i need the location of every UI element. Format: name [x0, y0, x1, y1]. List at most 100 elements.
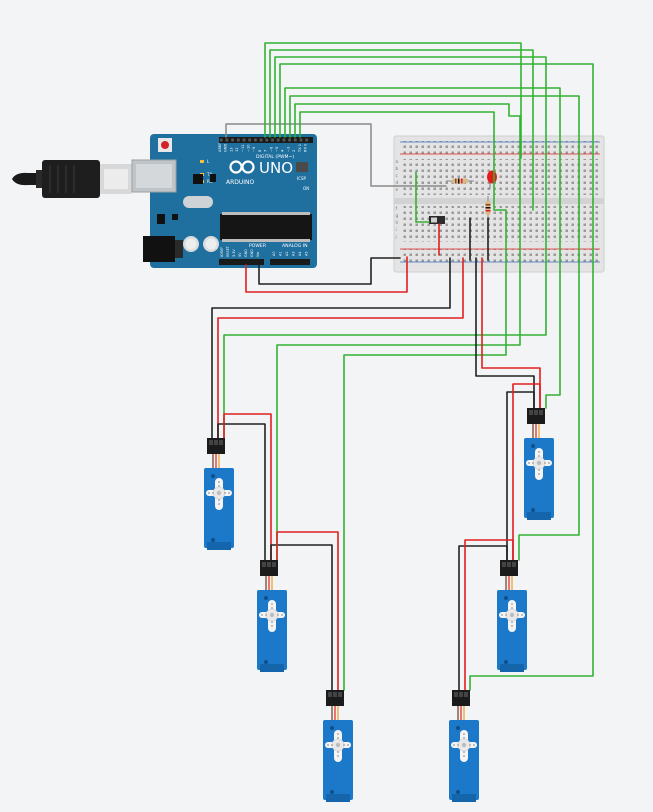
header-pin[interactable] — [254, 138, 257, 142]
breadboard-row-letter: e — [396, 187, 399, 192]
header-pin[interactable] — [271, 138, 274, 142]
power-pin-label: GND — [250, 249, 254, 257]
resistor-horizontal[interactable] — [446, 178, 474, 184]
digital-pin-label: AREF — [218, 143, 222, 152]
servo-motor-icon[interactable] — [497, 560, 527, 672]
breadboard-row-letter: i — [396, 227, 397, 232]
digital-pin-label: ~6 — [269, 146, 273, 152]
digital-pin-label: 8 — [258, 149, 262, 152]
servo-motor-icon[interactable] — [449, 690, 479, 802]
digital-pin-label: ~3 — [286, 147, 290, 152]
header-pin[interactable] — [231, 138, 234, 142]
digital-pin-label: 4 — [281, 149, 285, 152]
breadboard-row-letter: h — [396, 220, 399, 225]
power-pin-label: Vin — [256, 252, 260, 257]
digital-pin-label: 12 — [235, 147, 239, 152]
usb-cable-plug-icon[interactable] — [12, 160, 132, 198]
ground-wire — [217, 423, 266, 561]
arduino-logo-text: ARDUINO — [226, 179, 255, 186]
power-pin-label: RESET — [226, 245, 230, 257]
digital-pin-label: 13 — [229, 147, 233, 152]
servo-motor-icon[interactable] — [524, 408, 554, 520]
power-wire — [276, 531, 339, 691]
power-wire — [481, 257, 541, 409]
header-pin[interactable] — [299, 138, 303, 142]
digital-pin-label: 2 — [292, 150, 296, 152]
header-pin[interactable] — [236, 138, 240, 142]
digital-pin-label: ~11 — [241, 144, 245, 152]
signal-wire — [276, 103, 521, 561]
power-label: POWER — [249, 243, 267, 249]
signal-wire — [299, 111, 507, 691]
signal-wire — [269, 49, 534, 211]
ground-wire — [506, 391, 535, 561]
signal-wire — [279, 63, 594, 691]
reset-button[interactable] — [161, 141, 169, 149]
analog-pin-label: A0 — [272, 252, 276, 256]
led-label-rx: RX — [207, 179, 213, 184]
power-pin-label: 3.3V — [232, 249, 236, 257]
analog-in-label: ANALOG IN — [282, 243, 308, 249]
uno-label: UNO — [259, 159, 293, 177]
ground-wire — [211, 257, 451, 439]
header-pin[interactable] — [288, 138, 291, 142]
header-pin[interactable] — [248, 138, 252, 142]
icsp-label: ICSP — [297, 176, 307, 181]
analog-pin-label: A4 — [298, 252, 302, 256]
breadboard-row-letter: b — [396, 166, 399, 171]
signal-wire — [264, 42, 522, 159]
ground-wire — [458, 545, 508, 691]
header-pin[interactable] — [259, 138, 263, 142]
breadboard-row-letter: j — [395, 234, 397, 239]
servo-motor-icon[interactable] — [257, 560, 287, 672]
breadboard-row-letter: a — [396, 159, 399, 164]
signal-wire — [415, 171, 430, 223]
power-pin-label: GND — [244, 249, 248, 257]
led-label-tx: TX — [206, 172, 212, 177]
header-pin[interactable] — [265, 138, 269, 142]
power-wire — [512, 383, 541, 561]
power-wire — [217, 257, 464, 439]
servo-motor-icon[interactable] — [323, 690, 353, 802]
power-wire — [223, 413, 272, 561]
digital-pin-label: GND — [224, 144, 228, 152]
breadboard-row-letter: c — [396, 173, 399, 178]
breadboard-row-letter: f — [396, 206, 398, 211]
header-pin[interactable] — [219, 138, 223, 142]
analog-pin-label: A2 — [285, 252, 289, 256]
header-pin[interactable] — [282, 138, 286, 142]
header-pin[interactable] — [305, 138, 309, 142]
analog-pin-label: A1 — [279, 252, 283, 256]
digital-pin-label: RX 0 — [304, 143, 308, 152]
digital-pin-label: ~5 — [275, 147, 279, 152]
resistor-vertical[interactable] — [485, 196, 491, 218]
usb-signal-wire — [225, 123, 447, 187]
header-pin[interactable] — [293, 138, 297, 142]
analog-pin-label: A5 — [305, 252, 309, 256]
header-pin[interactable] — [225, 138, 229, 142]
servo-motor-icon[interactable] — [204, 438, 234, 550]
signal-wire — [223, 56, 547, 439]
power-wire — [245, 256, 408, 293]
arduino-logo-icon — [229, 160, 255, 174]
ground-wire — [258, 257, 401, 285]
ground-wire — [270, 544, 333, 691]
power-pin-label: 5V — [238, 252, 242, 257]
signal-wire — [284, 87, 561, 409]
digital-pin-label: ~10 — [247, 144, 251, 152]
power-wire — [464, 539, 514, 691]
slide-switch[interactable] — [429, 216, 445, 224]
ground-wire — [475, 257, 535, 409]
digital-pin-label: 7 — [264, 150, 268, 152]
header-pin[interactable] — [242, 138, 246, 142]
breadboard-row-letter: g — [396, 213, 399, 218]
breadboard-row-letter: d — [396, 180, 399, 185]
header-pin[interactable] — [276, 138, 280, 142]
on-label: ON — [303, 186, 309, 191]
led-label-l: L — [207, 159, 210, 164]
analog-pin-label: A3 — [292, 252, 296, 256]
power-pin-label: IOREF — [220, 247, 224, 257]
